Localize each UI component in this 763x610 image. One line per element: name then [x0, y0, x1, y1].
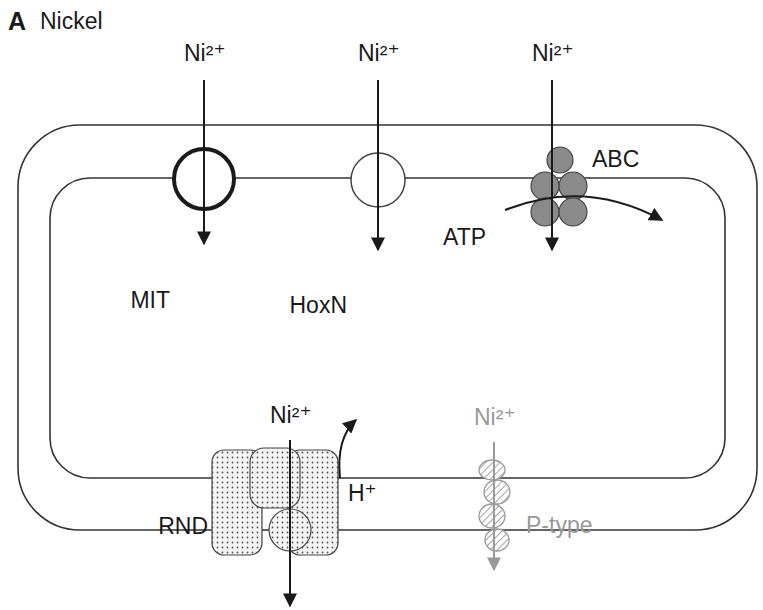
rnd-transporter: RND [212, 448, 338, 555]
ion-label: Ni²⁺ [358, 42, 400, 65]
abc-transporter: ABC [531, 146, 588, 227]
energy-label: ATP [443, 226, 486, 249]
transporter-name: P-type [526, 514, 592, 537]
proton-label: H⁺ [348, 482, 377, 505]
transporter-name: ABC [592, 148, 639, 171]
panel-letter: A [8, 9, 26, 34]
hoxn-transporter: HoxN [351, 153, 405, 207]
ion-label: Ni²⁺ [270, 404, 312, 427]
ion-label: Ni²⁺ [184, 42, 226, 65]
figure-title: Nickel [40, 10, 103, 33]
transporter-name: MIT [130, 289, 170, 312]
ion-label: Ni²⁺ [532, 42, 574, 65]
transporter-name: HoxN [289, 294, 347, 317]
ptype-transporter: P-type [479, 460, 510, 552]
transporter-name: RND [158, 515, 208, 538]
ion-label: Ni²⁺ [474, 406, 516, 429]
mit-transporter: MIT [174, 149, 234, 209]
